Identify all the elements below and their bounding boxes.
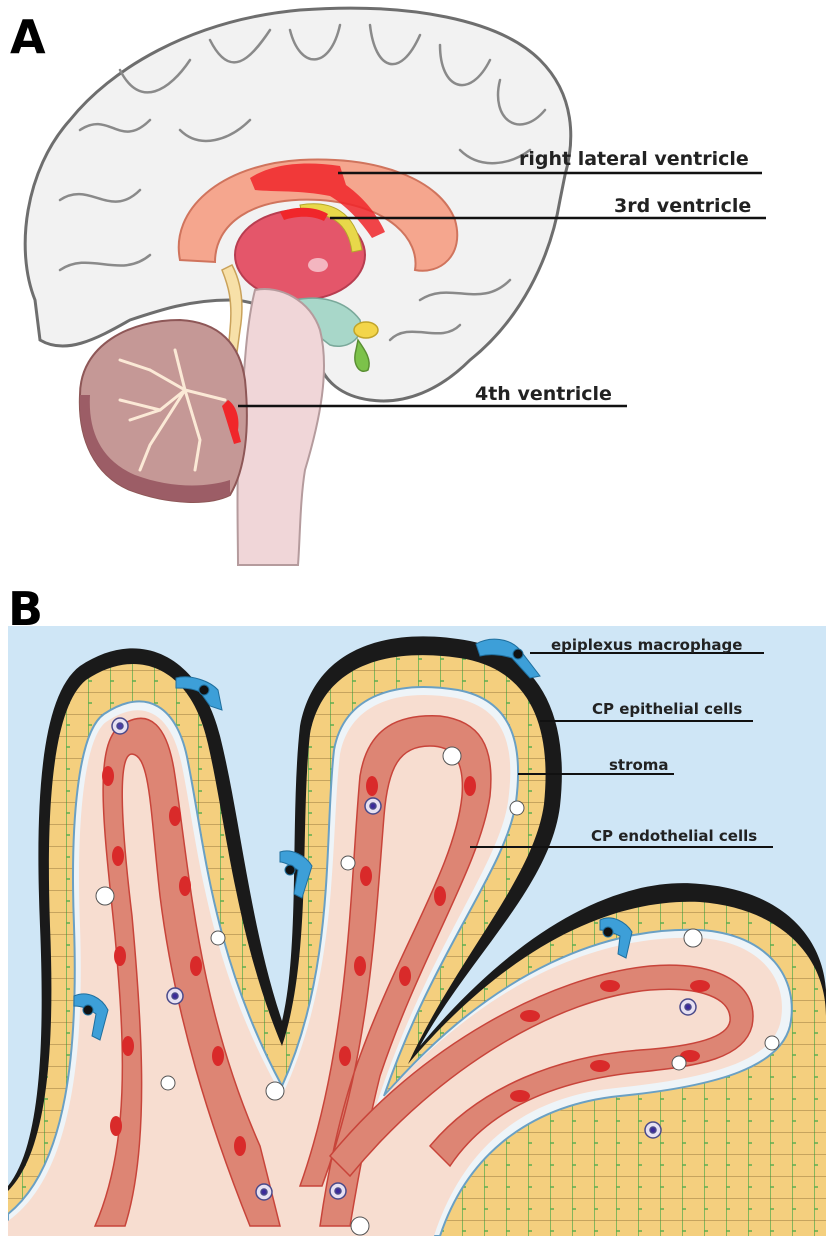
label-cp-endothelial-cells: CP endothelial cells — [591, 829, 757, 844]
pituitary-gland — [354, 322, 378, 338]
cerebellum — [80, 320, 247, 502]
brainstem — [238, 289, 325, 565]
brain-sagittal-illustration — [0, 0, 826, 580]
label-stroma: stroma — [609, 758, 669, 773]
label-fourth-ventricle: 4th ventricle — [475, 385, 612, 404]
interthalamic-adhesion — [308, 258, 328, 272]
label-right-lateral-ventricle: right lateral ventricle — [519, 150, 749, 169]
label-epiplexus-macrophage: epiplexus macrophage — [551, 638, 742, 653]
label-third-ventricle: 3rd ventricle — [614, 197, 751, 216]
label-cp-epithelial-cells: CP epithelial cells — [592, 702, 742, 717]
